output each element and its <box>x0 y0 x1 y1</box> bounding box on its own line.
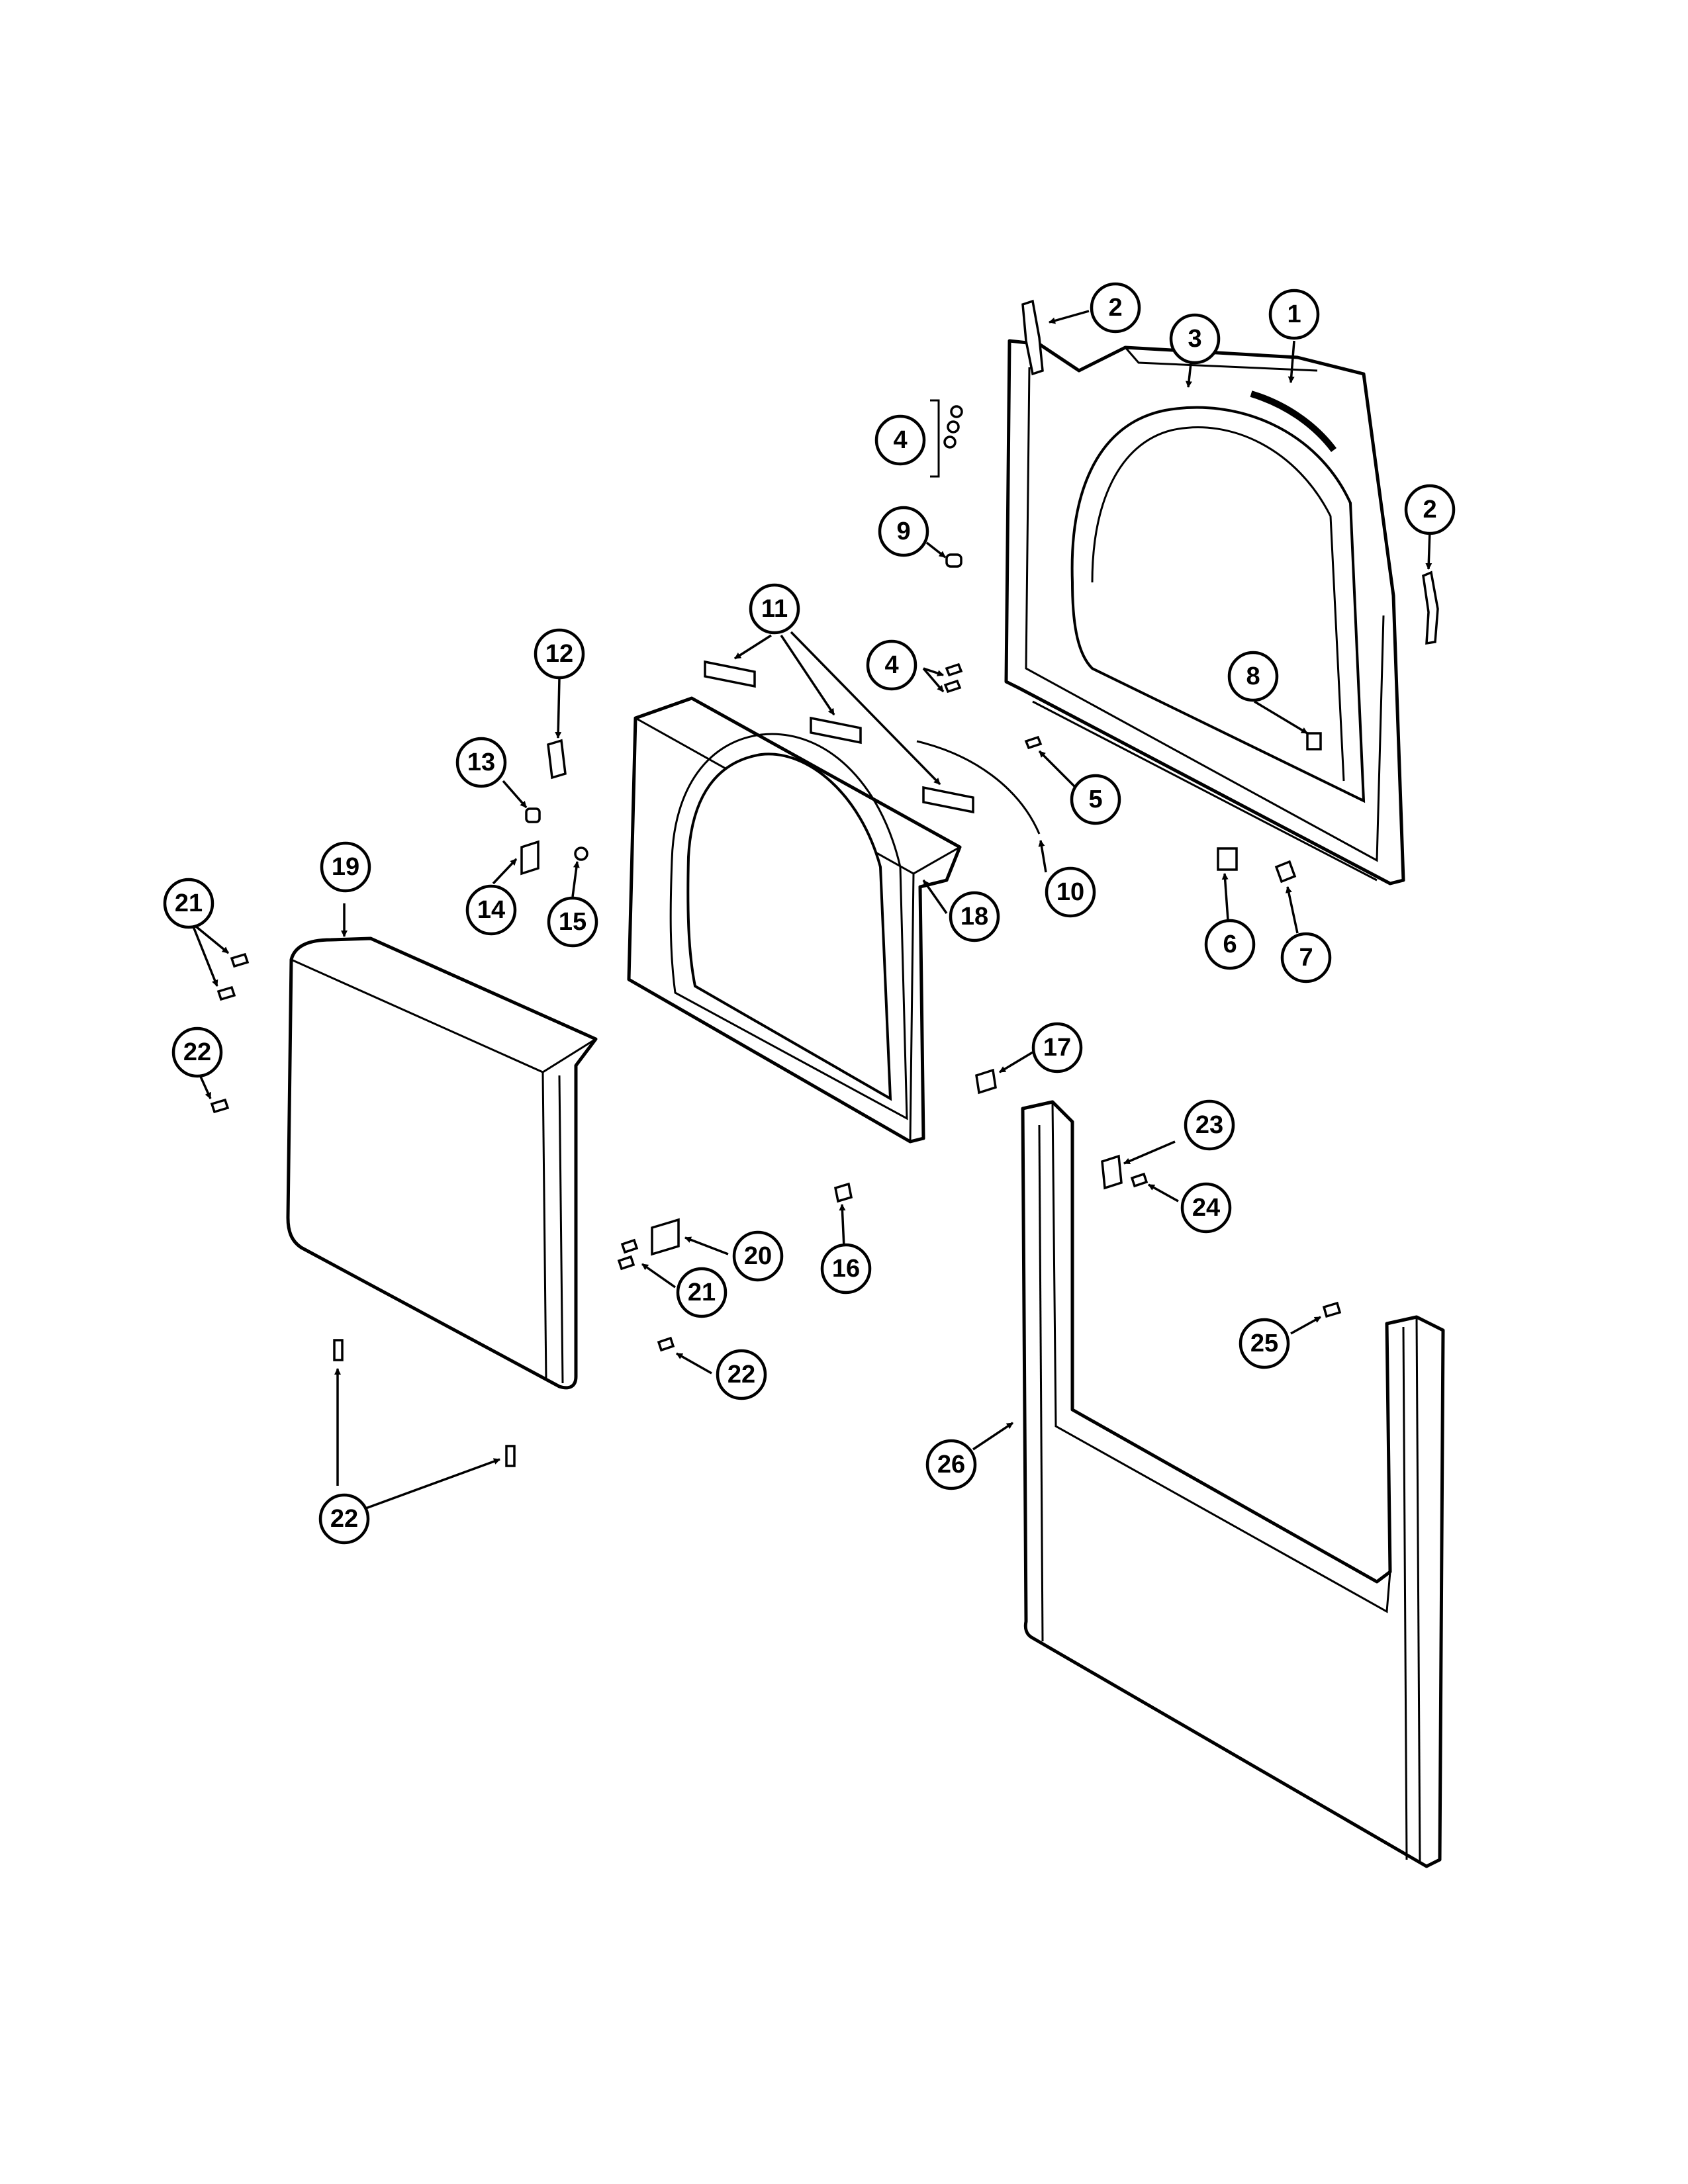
top-seal-strip <box>1250 390 1336 453</box>
side-bracket-left <box>1021 299 1044 376</box>
callout-22-upper: 22 <box>171 1026 223 1078</box>
callout-17: 17 <box>1031 1022 1083 1073</box>
screw-22-middle <box>657 1336 675 1352</box>
callout-4-lower-label: 4 <box>884 651 898 679</box>
callout-11: 11 <box>749 583 800 635</box>
callout-7-label: 7 <box>1299 944 1313 972</box>
callout-20-label: 20 <box>744 1242 772 1270</box>
clip-part-7 <box>1274 860 1297 884</box>
callout-5: 5 <box>1070 774 1121 825</box>
callout-13-label: 13 <box>467 749 495 776</box>
callout-4-upper-label: 4 <box>893 426 907 454</box>
hinge-part-20 <box>651 1218 680 1256</box>
felt-pad-2 <box>810 716 862 745</box>
callout-2-top: 2 <box>1090 282 1141 334</box>
callout-18-label: 18 <box>961 903 988 931</box>
callout-2-right-label: 2 <box>1423 496 1436 523</box>
callout-2-right: 2 <box>1404 484 1456 535</box>
callout-15: 15 <box>547 896 598 948</box>
callout-19: 19 <box>320 841 371 893</box>
screw-part-15 <box>574 846 588 861</box>
callout-8: 8 <box>1227 651 1279 702</box>
clip-part-6 <box>1217 847 1238 871</box>
callout-16-label: 16 <box>832 1255 860 1283</box>
callout-14: 14 <box>465 884 517 936</box>
bushing-part-13 <box>525 807 541 823</box>
callout-12-label: 12 <box>545 640 573 668</box>
callout-16: 16 <box>820 1243 872 1295</box>
callout-23: 23 <box>1184 1099 1235 1151</box>
callout-22-middle-label: 22 <box>727 1361 755 1388</box>
callout-17-label: 17 <box>1043 1034 1071 1062</box>
callout-20: 20 <box>732 1230 784 1282</box>
front-panel-part <box>1021 1100 1445 1868</box>
callout-21-upper-label: 21 <box>175 889 203 917</box>
callout-7: 7 <box>1280 932 1332 983</box>
callout-22-upper-label: 22 <box>183 1038 211 1066</box>
clip-part-8 <box>1306 732 1322 751</box>
screw-group-4 <box>930 399 963 478</box>
callout-14-label: 14 <box>477 896 505 924</box>
callout-22-middle: 22 <box>716 1349 767 1400</box>
screw-part-24 <box>1130 1172 1149 1188</box>
leader-lines <box>191 310 1432 1510</box>
callout-3: 3 <box>1169 313 1221 365</box>
callout-25: 25 <box>1239 1318 1290 1369</box>
roller-part-9 <box>945 553 962 568</box>
screw-pair-21-lower <box>617 1238 639 1271</box>
callout-11-label: 11 <box>761 595 788 623</box>
callout-26-label: 26 <box>937 1451 965 1479</box>
callout-23-label: 23 <box>1196 1111 1223 1139</box>
bracket-part-23 <box>1101 1154 1123 1190</box>
callout-13: 13 <box>455 737 507 788</box>
callout-9-label: 9 <box>896 518 910 545</box>
screw-pair-4 <box>943 662 963 694</box>
callout-24-label: 24 <box>1192 1194 1220 1222</box>
callout-2-top-label: 2 <box>1108 294 1122 322</box>
screw-22-lower-a <box>333 1339 344 1361</box>
callout-8-label: 8 <box>1246 662 1260 690</box>
front-bulkhead-part <box>627 696 962 1144</box>
callout-21-upper: 21 <box>163 878 214 929</box>
callout-21-lower-label: 21 <box>688 1279 716 1306</box>
callout-24: 24 <box>1180 1182 1232 1234</box>
callout-5-label: 5 <box>1088 786 1102 813</box>
bracket-part-12 <box>547 739 567 780</box>
callout-15-label: 15 <box>559 908 586 936</box>
callout-10: 10 <box>1045 866 1096 918</box>
callout-22-lower: 22 <box>318 1493 370 1545</box>
callout-4-lower: 4 <box>866 639 917 691</box>
screw-pair-21-upper <box>216 952 250 1001</box>
rear-frame-part <box>1004 339 1405 886</box>
callout-10-label: 10 <box>1056 878 1084 906</box>
door-panel-part <box>286 936 598 1390</box>
drum-seal-part-10 <box>916 740 1041 835</box>
felt-pad-3 <box>922 786 974 814</box>
callout-6: 6 <box>1204 919 1256 970</box>
callout-12: 12 <box>534 628 585 680</box>
callout-6-label: 6 <box>1223 931 1237 958</box>
callout-19-label: 19 <box>332 853 359 881</box>
callout-9: 9 <box>878 506 929 557</box>
clip-part-16 <box>833 1182 853 1203</box>
screw-22-upper <box>210 1098 230 1114</box>
side-bracket-right <box>1422 570 1439 645</box>
callout-4-upper: 4 <box>874 414 926 466</box>
screw-part-5 <box>1024 735 1043 750</box>
callout-25-label: 25 <box>1250 1330 1278 1357</box>
callout-1: 1 <box>1268 289 1320 340</box>
felt-pad-1 <box>704 660 756 688</box>
screw-22-lower-b <box>505 1445 516 1467</box>
screw-part-25 <box>1322 1301 1342 1318</box>
clip-part-17 <box>975 1068 997 1095</box>
callout-18: 18 <box>949 891 1000 942</box>
callout-3-label: 3 <box>1188 325 1201 353</box>
latch-part-14 <box>520 840 539 876</box>
callout-21-lower: 21 <box>676 1267 727 1318</box>
callout-26: 26 <box>925 1439 977 1490</box>
callout-22-lower-label: 22 <box>330 1505 358 1533</box>
callout-1-label: 1 <box>1287 300 1301 328</box>
